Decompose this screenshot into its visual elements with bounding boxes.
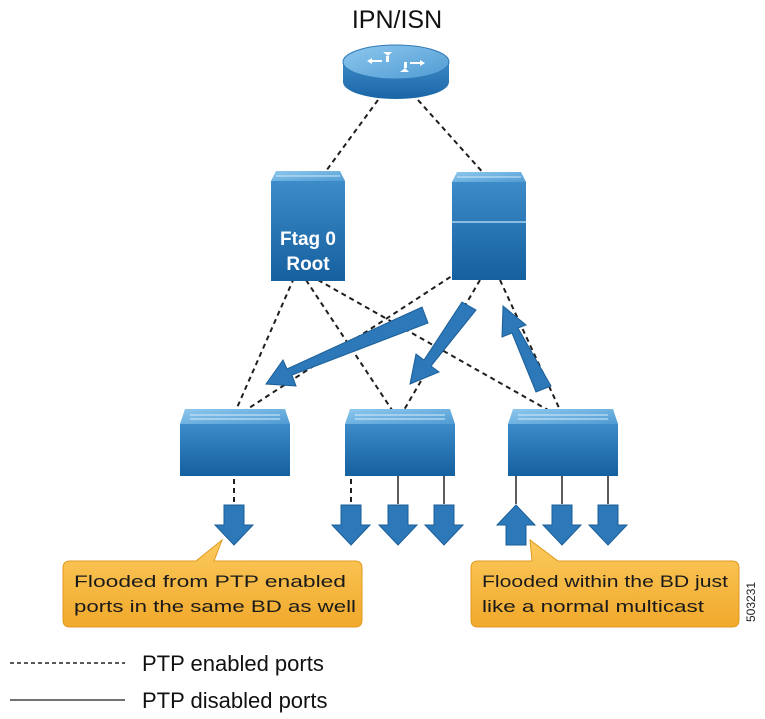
callout-left-line1: Flooded from PTP enabled [74, 572, 346, 591]
router-arrows-icon [367, 52, 425, 72]
leaf-switch-left [180, 409, 290, 476]
flood-arrow-to-spine-right [501, 304, 552, 393]
figure-id: 503231 [744, 582, 758, 622]
legend: PTP enabled ports PTP disabled ports [10, 651, 327, 713]
link-router-spine-right [417, 99, 487, 177]
callout-right-line1: Flooded within the BD just [482, 572, 728, 591]
link-spine-left-leaf-left [235, 277, 295, 411]
flood-arrows [265, 301, 552, 393]
callout-right-line2: like a normal multicast [482, 597, 704, 616]
flood-arrow-to-leaf-middle [409, 301, 477, 385]
link-router-spine-left [317, 99, 379, 183]
down-arrow-icon [377, 504, 419, 546]
link-spine-left-leaf-right [317, 279, 549, 411]
spine-switch-right [452, 172, 526, 280]
callout-right: Flooded within the BD just like a normal… [470, 538, 740, 628]
flood-arrow-to-leaf-left [265, 306, 429, 387]
down-arrow-icon [541, 504, 583, 546]
leaf-switch-middle [345, 409, 455, 476]
up-arrow-icon [495, 504, 537, 546]
router-ipn-isn [342, 44, 450, 99]
link-spine-left-leaf-mid [305, 279, 393, 411]
spine-left-label-line1: Ftag 0 [280, 229, 336, 250]
spine-switch-left: Ftag 0 Root [271, 171, 345, 281]
leaf-switch-right [508, 409, 618, 476]
callout-left-line2: ports in the same BD as well [74, 597, 356, 616]
solid-links [397, 476, 609, 504]
legend-solid-label: PTP disabled ports [142, 688, 327, 713]
legend-dashed-label: PTP enabled ports [142, 651, 324, 676]
host-arrows [213, 504, 629, 546]
down-arrow-icon [213, 504, 255, 546]
ipn-isn-label: IPN/ISN [352, 6, 442, 34]
link-spine-right-leaf-right [499, 279, 561, 411]
down-arrow-icon [330, 504, 372, 546]
down-arrow-icon [587, 504, 629, 546]
spine-left-label-line2: Root [286, 254, 330, 275]
callout-left: Flooded from PTP enabled ports in the sa… [62, 538, 363, 628]
down-arrow-icon [423, 504, 465, 546]
